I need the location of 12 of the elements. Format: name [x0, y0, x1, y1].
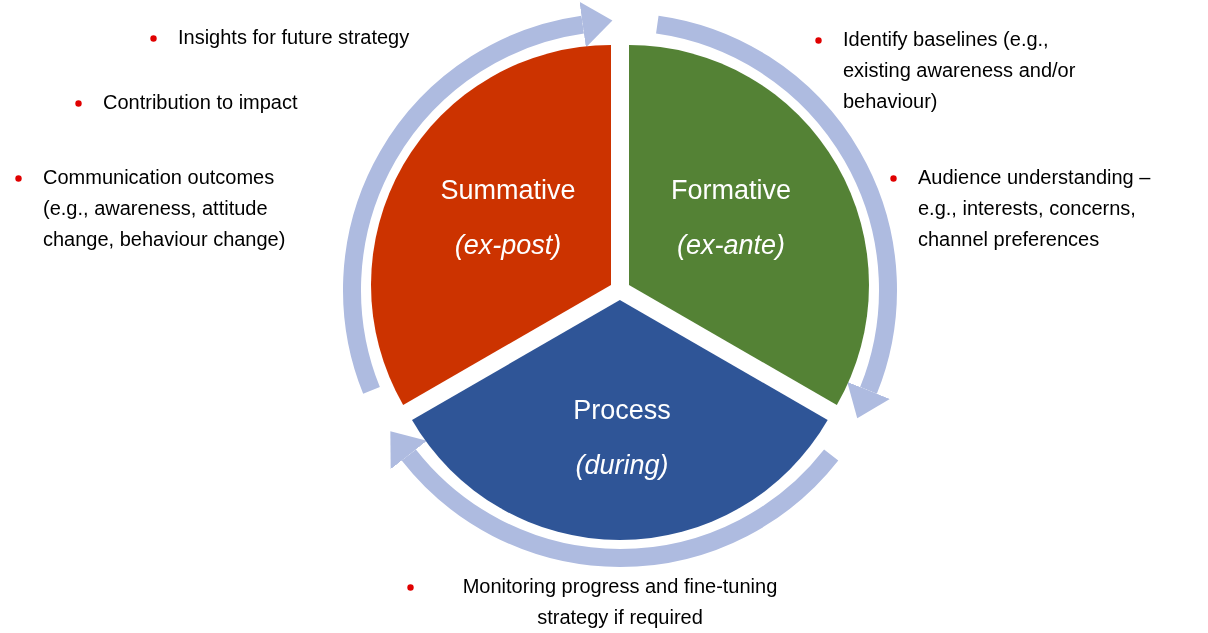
bullet-text: Insights for future strategy [178, 25, 411, 50]
bullet-text: Monitoring progress and fine-tuning strategy if required [461, 574, 779, 630]
bullet-text: Communication outcomes (e.g., awareness, attitude change, behaviour change) [43, 165, 287, 252]
segment-title: Process [573, 394, 671, 426]
segment-subtitle: (during) [575, 449, 669, 481]
segment-subtitle: (ex-post) [454, 229, 562, 261]
bullet-text: Contribution to impact [103, 90, 299, 115]
segment-subtitle: (ex-ante) [676, 229, 785, 261]
segment-title: Formative [670, 174, 791, 206]
segment-title: Summative [440, 174, 576, 206]
bullet-text: Audience understanding – e.g., interests, concerns, channel preferences [918, 165, 1152, 252]
bullet-text: Identify baselines (e.g., existing awareness and/or behaviour) [843, 27, 1077, 114]
